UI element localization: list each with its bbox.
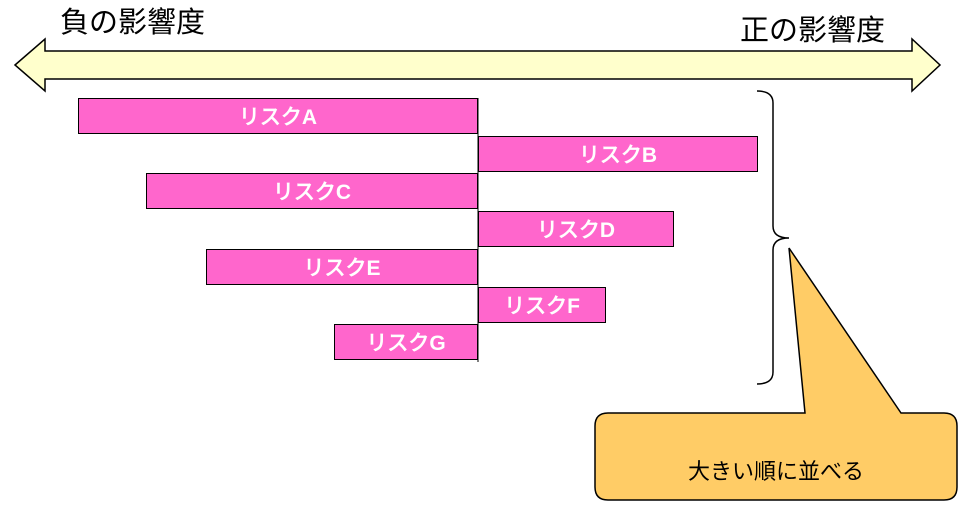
risk-bar: リスクF: [478, 286, 606, 323]
risk-bar: リスクA: [78, 98, 478, 134]
right-brace: [756, 90, 790, 385]
risk-bar: リスクC: [146, 173, 478, 210]
double-arrow: [13, 37, 942, 93]
positive-impact-label: 正の影響度: [740, 13, 886, 47]
risk-bar: リスクE: [206, 248, 478, 285]
callout-text: 大きい順に並べる: [687, 460, 864, 485]
risk-bar: リスクG: [334, 324, 478, 361]
negative-impact-label: 負の影響度: [60, 5, 206, 39]
callout-shape: [594, 247, 958, 501]
risk-bar: リスクD: [478, 211, 674, 248]
risk-bar: リスクB: [478, 135, 758, 172]
